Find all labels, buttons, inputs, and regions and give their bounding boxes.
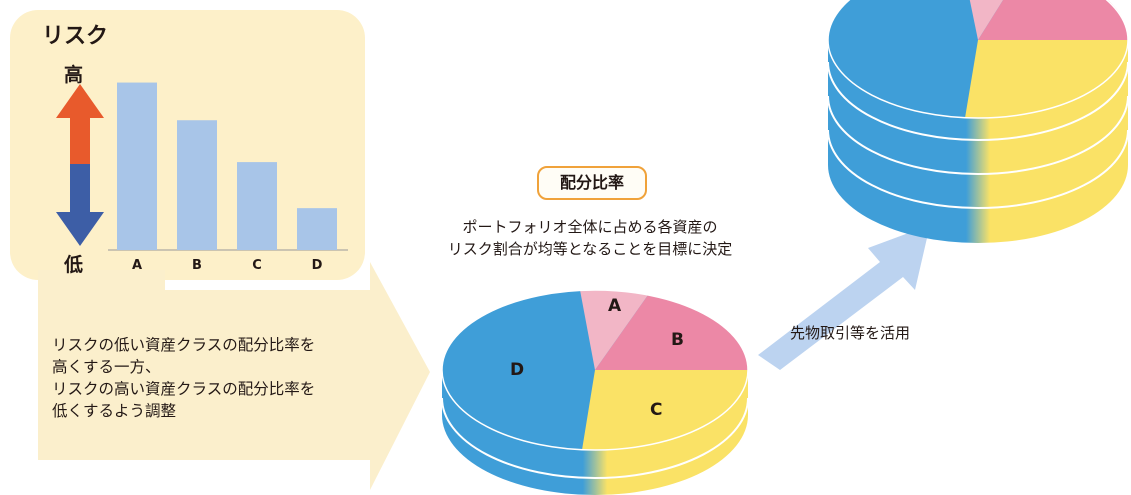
- stack-rim-1: [827, 61, 1129, 141]
- adjustment-note: リスクの低い資産クラスの配分比率を 高くする一方、 リスクの高い資産クラスの配分…: [52, 336, 316, 420]
- pie-label-b: B: [671, 330, 684, 350]
- tick-label-b: B: [192, 258, 202, 273]
- tick-label-a: A: [131, 258, 143, 273]
- pie-rim: [441, 397, 749, 479]
- bar-d: [297, 208, 337, 250]
- pie-slice-a: [580, 289, 648, 370]
- stack-slice-a: [969, 0, 1004, 40]
- allocation-badge: 配分比率: [537, 166, 647, 200]
- bar-c: [237, 162, 277, 250]
- tick-label-d: D: [311, 258, 323, 273]
- pie-label-d: D: [510, 360, 525, 380]
- low-label: 低: [64, 254, 84, 276]
- risk-title: リスク: [42, 24, 109, 49]
- risk-arrow-down: [56, 164, 104, 246]
- stack-slice-c: [965, 40, 1129, 119]
- pie-slice-b: [595, 295, 748, 370]
- high-label: 高: [64, 64, 84, 86]
- tick-label-c: C: [252, 258, 262, 273]
- allocation-description: ポートフォリオ全体に占める各資産の リスク割合が均等となることを目標に決定: [447, 218, 733, 258]
- risk-arrow-up: [56, 84, 104, 164]
- stack-rim-2: [827, 95, 1129, 175]
- pie-label-a: A: [608, 296, 622, 316]
- stack-rim-3: [827, 129, 1129, 209]
- pie-label-c: C: [650, 400, 663, 420]
- stack-slice-b: [978, 0, 1129, 40]
- bar-a: [117, 82, 157, 250]
- bar-b: [177, 120, 217, 250]
- pie-slice-c: [582, 370, 749, 451]
- futures-label: 先物取引等を活用: [790, 324, 911, 342]
